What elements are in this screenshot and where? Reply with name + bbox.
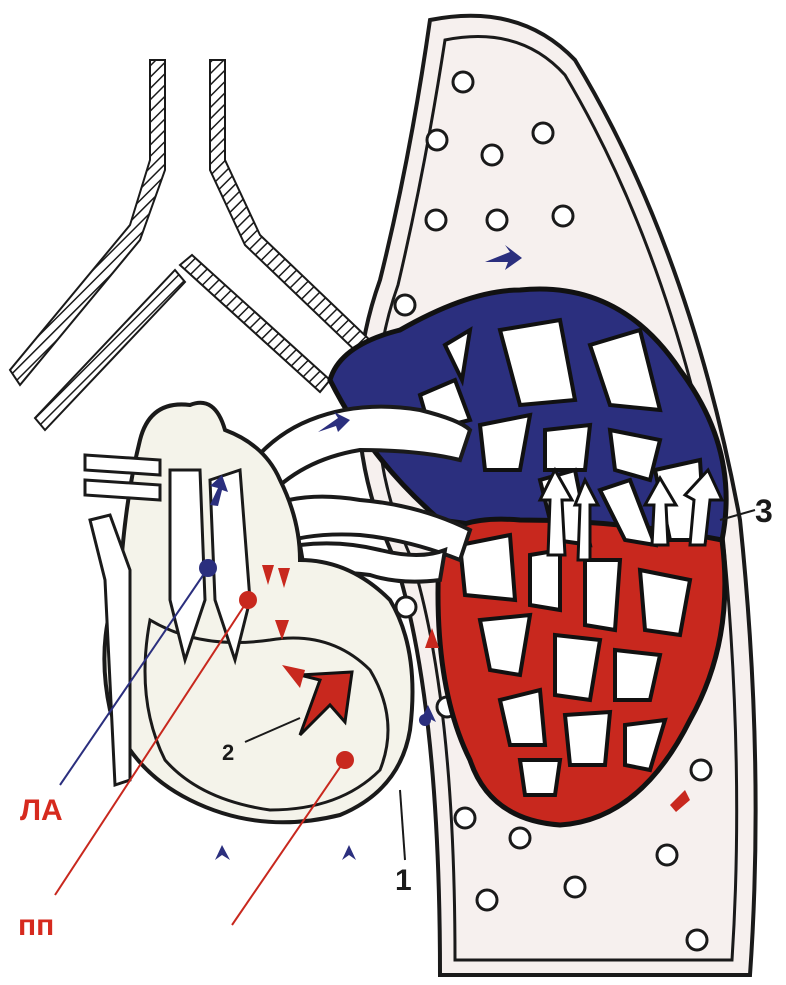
label-1: 1 [395, 864, 412, 897]
label-3: 3 [755, 493, 773, 529]
label-la: ЛА [20, 794, 63, 827]
label-pp: пп [18, 909, 54, 942]
trachea-bronchi [10, 60, 375, 430]
label-2: 2 [222, 740, 234, 765]
vessel-marker-dot [419, 714, 431, 726]
label-1-leader-line [400, 790, 405, 860]
